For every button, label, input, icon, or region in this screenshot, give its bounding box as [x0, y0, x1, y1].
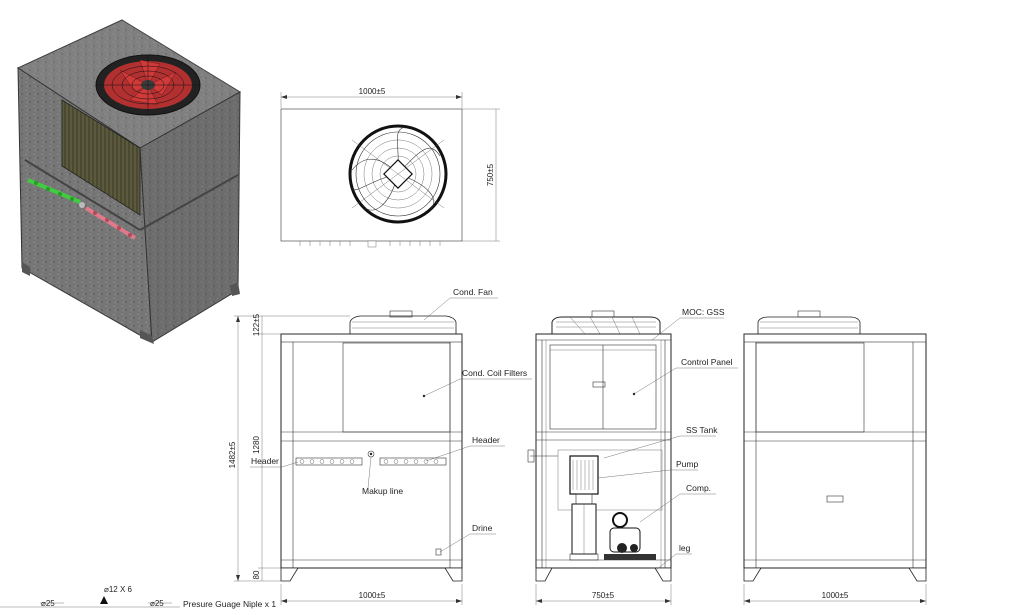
- isometric-render: [16, 19, 241, 344]
- callout-drine: Drine: [472, 523, 493, 533]
- top-view: 1000±5 750±5: [280, 87, 500, 248]
- side-width-dim: 750±5: [592, 591, 615, 600]
- callout-cond-fan: Cond. Fan: [453, 287, 493, 297]
- front-view: 1482±5 1280 122±5 80 1000±5 Cond. Fan Co…: [228, 287, 532, 605]
- callout-comp: Comp.: [686, 483, 711, 493]
- front-leg-height-dim: 80: [252, 570, 261, 579]
- side-pump: [569, 455, 599, 561]
- callout-control-panel: Control Panel: [681, 357, 733, 367]
- callout-header-right: Header: [472, 435, 500, 445]
- side-compressor: [604, 512, 656, 560]
- callout-leg: leg: [679, 543, 691, 553]
- front-overall-height-dim: 1482±5: [228, 441, 237, 468]
- bottom-notes: ⌀25 ⌀12 X 6 ⌀25 Presure Guage Niple x 1: [0, 585, 276, 609]
- rear-view: 1000±5: [743, 310, 927, 605]
- note-gauge-nipple: Presure Guage Niple x 1: [183, 599, 276, 609]
- iso-fan: [95, 54, 201, 116]
- callout-pump: Pump: [676, 459, 698, 469]
- note-dia-right: ⌀25: [150, 599, 164, 608]
- note-dia-mid: ⌀12 X 6: [104, 585, 132, 594]
- top-fan-guard: [348, 124, 448, 224]
- note-dia-left: ⌀25: [41, 599, 55, 608]
- callout-moc: MOC: GSS: [682, 307, 725, 317]
- iso-pipe-headers: [27, 178, 137, 240]
- front-fan-height-dim: 122±5: [252, 313, 261, 336]
- callout-ss-tank: SS Tank: [686, 425, 718, 435]
- top-depth-dim: 750±5: [486, 163, 495, 186]
- callout-cond-coil-filters: Cond. Coil Filters: [462, 368, 527, 378]
- top-pipe-stubs: [299, 240, 441, 248]
- rear-width-dim: 1000±5: [822, 591, 849, 600]
- callout-header-left: Header: [251, 456, 279, 466]
- callout-makeup-line: Makup line: [362, 486, 403, 496]
- top-width-dim: 1000±5: [359, 87, 386, 96]
- side-view: MOC: GSS Control Panel SS Tank Pump Comp…: [527, 307, 738, 605]
- front-fan: [349, 310, 457, 335]
- front-width-dim: 1000±5: [359, 591, 386, 600]
- front-body-height-dim: 1280: [252, 436, 261, 454]
